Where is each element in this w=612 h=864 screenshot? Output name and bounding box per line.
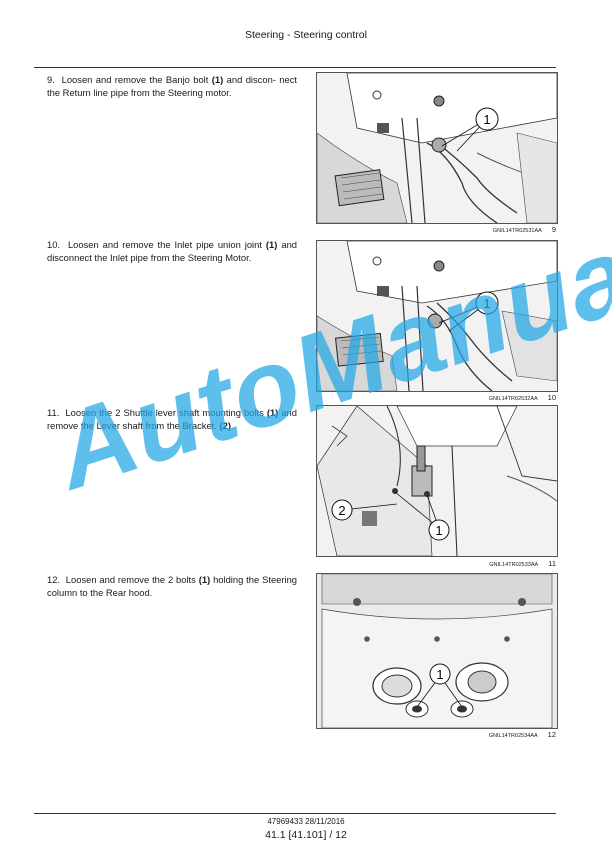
footer-page-ref: 41.1 [41.101] / 12 bbox=[265, 829, 347, 841]
figure-10-illustration: 1 bbox=[316, 240, 558, 392]
footer-rule bbox=[34, 813, 556, 814]
page-header-title: Steering - Steering control bbox=[245, 29, 367, 41]
header-rule bbox=[34, 67, 556, 68]
figure-11-callout-1: 1 bbox=[435, 523, 442, 538]
step-9-text: 9. Loosen and remove the Banjo bolt (1) … bbox=[47, 74, 298, 98]
figure-12-illustration: 1 bbox=[316, 573, 558, 729]
figure-11-callout-2: 2 bbox=[338, 503, 345, 518]
step-10-text: 10. Loosen and remove the Inlet pipe uni… bbox=[47, 239, 298, 263]
figure-9-callout-1: 1 bbox=[483, 112, 490, 127]
step-12-text: 12. Loosen and remove the 2 bolts (1) ho… bbox=[47, 574, 298, 598]
footer-document-ref: 47969433 28/11/2016 bbox=[267, 817, 345, 826]
step-11-text: 11. Loosen the 2 Shuttle lever shaft mou… bbox=[47, 407, 297, 431]
figure-9-illustration: 1 bbox=[316, 72, 558, 224]
figure-12-callout-1: 1 bbox=[436, 667, 443, 682]
figure-11-illustration: 2 1 bbox=[316, 405, 558, 557]
figure-10-callout-1: 1 bbox=[483, 296, 490, 311]
